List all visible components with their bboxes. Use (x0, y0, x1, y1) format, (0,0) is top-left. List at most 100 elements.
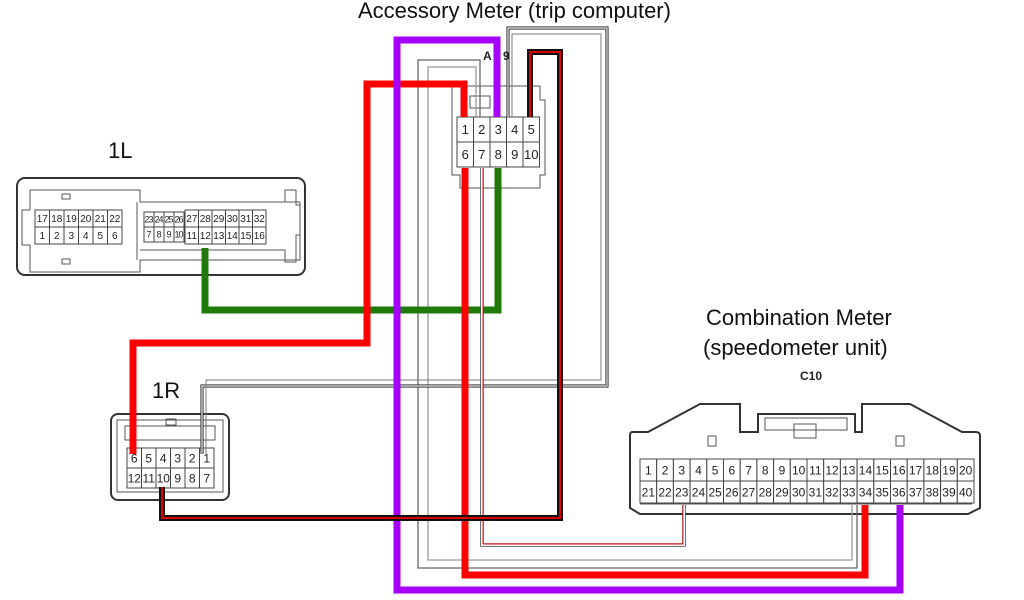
l1-pin-label: 11 (187, 231, 198, 242)
c10-pin-label: 23 (675, 485, 689, 499)
c10-pin-label: 26 (725, 485, 739, 499)
connector-1r-label: 1R (152, 378, 180, 403)
c10-pin-label: 36 (892, 485, 906, 499)
r1-pin-label: 3 (174, 451, 181, 465)
c10-pin-label: 9 (779, 463, 786, 477)
c10-pin-label: 7 (745, 463, 752, 477)
c10-pin-label: 3 (678, 463, 685, 477)
wire-redwhite-a9-7-stripe[interactable] (482, 168, 684, 545)
l1-pin-label: 8 (156, 230, 161, 240)
c10-pin-label: 12 (825, 463, 839, 477)
c10-pin-label: 18 (926, 463, 940, 477)
c10-pin-label: 40 (959, 485, 973, 499)
l1-pin-label: 31 (240, 214, 252, 225)
l1-pin-label: 5 (97, 231, 103, 242)
r1-pin-label: 2 (189, 451, 196, 465)
wire-green-a9-8-to-1l-12[interactable] (201, 168, 502, 314)
l1-pin-label: 13 (213, 231, 225, 242)
c10-pin-label: 38 (926, 485, 940, 499)
l1-pin-label: 29 (213, 214, 225, 225)
wire-redwhite-a9-7-inner[interactable] (481, 168, 685, 546)
connector-c10-tab-right (895, 435, 905, 447)
c10-pin-label: 16 (892, 463, 906, 477)
c10-pin-label: 8 (762, 463, 769, 477)
l1-pin-label: 10 (175, 230, 184, 240)
l1-pin-label: 7 (146, 230, 151, 240)
c10-pin-label: 25 (708, 485, 722, 499)
l1-pin-label: 27 (186, 214, 198, 225)
connector-c10-tab-left (707, 435, 717, 447)
connector-1l-label: 1L (108, 138, 132, 163)
l1-pin-6 (107, 226, 123, 245)
a9-pin-label: 8 (495, 147, 502, 162)
c10-pin-label: 14 (859, 463, 873, 477)
c10-pin-label: 37 (909, 485, 923, 499)
r1-pin-label: 7 (203, 471, 210, 485)
l1-pin-label: 25 (165, 215, 174, 225)
accessory-meter-title: Accessory Meter (trip computer) (358, 0, 671, 23)
a9-pin-label: 6 (462, 147, 469, 162)
l1-pin-label: 2 (54, 231, 60, 242)
r1-pin-label: 12 (128, 471, 142, 485)
l1-pin-label: 17 (37, 214, 49, 225)
c10-pin-label: 4 (695, 463, 702, 477)
l1-pin-label: 26 (175, 215, 184, 225)
wire-blackred-a9-5-stripe[interactable] (161, 51, 561, 519)
l1-pin-label: 22 (109, 214, 121, 225)
l1-pin-label: 9 (166, 230, 171, 240)
c10-pin-label: 31 (809, 485, 823, 499)
connector-1l-tab-top (61, 193, 71, 200)
c10-pin-label: 17 (909, 463, 923, 477)
wire-purple-a9-3-to-c10-36[interactable] (393, 36, 904, 594)
wire-white-a9-4-line[interactable] (205, 33, 602, 454)
a9-pin-10 (522, 141, 540, 168)
wire-white-a9-4-inner[interactable] (201, 27, 608, 454)
r1-pin-label: 8 (189, 471, 196, 485)
a9-code-b: 9 (503, 49, 510, 63)
a9-pin-label: 10 (524, 147, 538, 162)
c10-pin-label: 34 (859, 485, 873, 499)
c10-pin-label: 6 (729, 463, 736, 477)
connector-c10-key (793, 423, 817, 439)
a9-pin-label: 2 (478, 122, 485, 137)
connector-1l-inner-right (140, 189, 301, 263)
r1-pin-label: 5 (145, 451, 152, 465)
c10-code-label: C10 (800, 369, 822, 383)
c10-pin-label: 24 (692, 485, 706, 499)
c10-pin-label: 29 (775, 485, 789, 499)
r1-pin-7 (199, 467, 215, 489)
wire-gray-a9-2-outer[interactable] (417, 59, 858, 569)
l1-pin-label: 6 (112, 231, 118, 242)
l1-pin-label: 3 (68, 231, 74, 242)
l1-pin-label: 28 (200, 214, 212, 225)
a9-pin-label: 4 (511, 122, 518, 137)
c10-pin-label: 10 (792, 463, 806, 477)
l1-pin-label: 19 (66, 214, 78, 225)
l1-pin-label: 4 (83, 231, 89, 242)
l1-pin-label: 23 (145, 215, 154, 225)
c10-pin-label: 1 (645, 463, 652, 477)
l1-pin-label: 24 (155, 215, 164, 225)
r1-pin-label: 4 (160, 451, 167, 465)
wire-red-a9-6-to-c10-34[interactable] (461, 168, 869, 579)
c10-pin-label: 32 (825, 485, 839, 499)
wire-red-a9-1-to-1r-6[interactable] (129, 80, 468, 454)
c10-pin-label: 13 (842, 463, 856, 477)
c10-pin-label: 21 (642, 485, 656, 499)
l1-pin-label: 20 (80, 214, 92, 225)
r1-pin-label: 1 (203, 451, 210, 465)
a9-pin-label: 3 (495, 122, 502, 137)
l1-pin-label: 14 (227, 231, 239, 242)
c10-pin-label: 30 (792, 485, 806, 499)
c10-pin-label: 2 (662, 463, 669, 477)
l1-pin-label: 21 (95, 214, 107, 225)
l1-pin-16 (252, 226, 267, 245)
connector-1r-key (165, 418, 177, 426)
c10-pin-label: 27 (742, 485, 756, 499)
